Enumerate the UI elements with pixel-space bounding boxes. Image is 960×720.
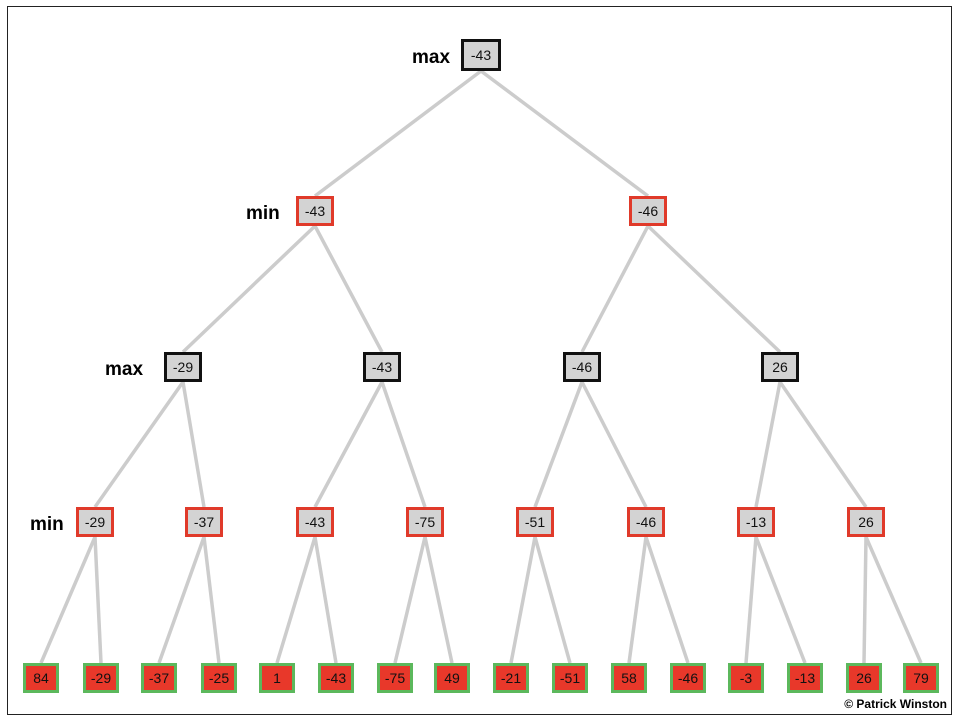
min-node: -46 xyxy=(627,507,665,537)
max-node: -29 xyxy=(164,352,202,382)
tree-edge xyxy=(39,536,97,664)
min-node: -29 xyxy=(76,507,114,537)
tree-edge xyxy=(754,381,782,508)
copyright-credit: © Patrick Winston xyxy=(844,697,947,711)
tree-edge xyxy=(157,536,206,664)
leaf-node: 79 xyxy=(903,663,939,693)
level-label-min: min xyxy=(30,514,64,535)
leaf-node: -37 xyxy=(141,663,177,693)
tree-edge xyxy=(313,381,384,508)
tree-edge xyxy=(479,69,650,198)
min-node: -43 xyxy=(296,196,334,226)
diagram-frame xyxy=(7,6,952,715)
tree-edge xyxy=(864,536,923,664)
min-node: -75 xyxy=(406,507,444,537)
leaf-node: -3 xyxy=(728,663,764,693)
tree-edge xyxy=(646,224,782,354)
tree-edge xyxy=(580,381,648,508)
tree-edge xyxy=(313,225,384,353)
min-node: -13 xyxy=(737,507,775,537)
leaf-node: 26 xyxy=(846,663,882,693)
tree-edge xyxy=(744,536,758,664)
tree-edge xyxy=(93,380,185,509)
level-label-max: max xyxy=(412,47,451,68)
leaf-node: -43 xyxy=(318,663,354,693)
tree-edge xyxy=(778,381,868,508)
tree-edge xyxy=(627,536,648,664)
max-node: -43 xyxy=(363,352,401,382)
leaf-node: -21 xyxy=(493,663,529,693)
tree-edge xyxy=(754,536,807,664)
tree-edge xyxy=(862,536,868,664)
leaf-node: -46 xyxy=(670,663,706,693)
level-label-min: min xyxy=(246,203,280,224)
tree-edge xyxy=(533,381,584,508)
tree-edge xyxy=(181,381,206,508)
tree-edge xyxy=(423,536,454,664)
tree-edge xyxy=(313,536,338,664)
level-label-max: max xyxy=(105,359,144,380)
leaf-node: -29 xyxy=(83,663,119,693)
leaf-node: -51 xyxy=(552,663,588,693)
leaf-node: 1 xyxy=(259,663,295,693)
tree-edge xyxy=(275,536,317,664)
leaf-node: 58 xyxy=(611,663,647,693)
min-node: -46 xyxy=(629,196,667,226)
max-node: -46 xyxy=(563,352,601,382)
tree-edge xyxy=(313,69,483,198)
tree-edge xyxy=(202,536,221,664)
tree-edge xyxy=(393,536,427,664)
tree-edge xyxy=(380,381,427,508)
tree-edge xyxy=(509,536,537,664)
max-node: -43 xyxy=(461,39,501,71)
leaf-node: 84 xyxy=(23,663,59,693)
max-node: 26 xyxy=(761,352,799,382)
min-node: 26 xyxy=(847,507,885,537)
leaf-node: 49 xyxy=(434,663,470,693)
leaf-node: -75 xyxy=(377,663,413,693)
min-node: -51 xyxy=(516,507,554,537)
tree-edge xyxy=(181,224,317,354)
tree-edge xyxy=(644,536,690,664)
leaf-node: -13 xyxy=(787,663,823,693)
tree-edge xyxy=(580,225,650,353)
leaf-node: -25 xyxy=(201,663,237,693)
min-node: -43 xyxy=(296,507,334,537)
min-node: -37 xyxy=(185,507,223,537)
tree-edge xyxy=(93,536,103,664)
tree-edge xyxy=(533,536,572,664)
